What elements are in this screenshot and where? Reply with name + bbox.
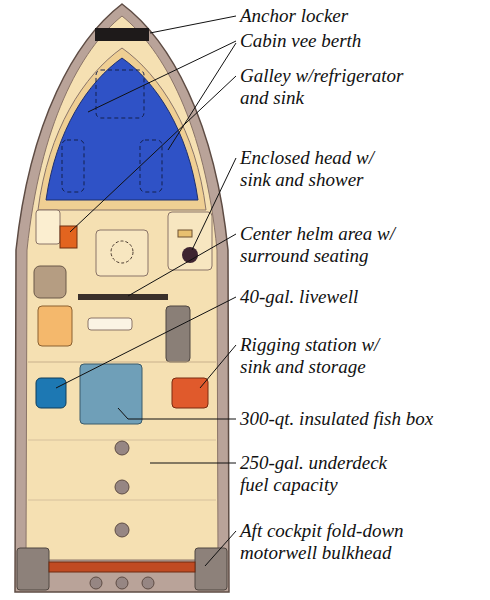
head-compartment	[168, 212, 212, 270]
fold-down-bulkhead	[49, 562, 195, 572]
deck-hatch	[115, 441, 129, 455]
leader-line	[128, 234, 236, 296]
callout-label: Anchor locker	[240, 5, 348, 27]
callout-label: Rigging station w/ sink and storage	[240, 334, 384, 378]
helm-wheel	[111, 241, 133, 263]
leader-line	[150, 463, 236, 464]
galley-fridge	[60, 226, 77, 248]
deck-hatch	[115, 480, 129, 494]
callout-label: Cabin vee berth	[240, 30, 361, 52]
berth-cushion	[96, 70, 144, 118]
leader-line	[205, 531, 236, 566]
leader-line	[200, 345, 236, 388]
callout-label: Galley w/refrigerator and sink	[240, 65, 408, 109]
tackle-center	[88, 318, 132, 330]
leader-line	[70, 76, 236, 232]
side-seat	[166, 306, 190, 362]
scupper	[116, 577, 128, 589]
leader-line	[150, 16, 236, 33]
head-sink	[178, 230, 192, 237]
motorwell-box	[17, 548, 49, 590]
vee-berth	[46, 58, 198, 200]
leader-line	[168, 43, 236, 150]
leader-line	[118, 408, 236, 419]
galley-counter	[36, 210, 60, 244]
motorwell-box	[195, 548, 227, 590]
leader-line	[56, 297, 236, 388]
deck-hatch	[115, 523, 129, 537]
callout-label: 300-qt. insulated fish box	[240, 408, 433, 430]
rigging-station	[172, 378, 208, 408]
callout-label: 40-gal. livewell	[240, 286, 358, 308]
fish-box	[80, 364, 142, 424]
leader-line	[192, 158, 236, 250]
deck-seam	[28, 440, 216, 441]
callout-label: 250-gal. underdeck fuel capacity	[240, 452, 392, 496]
deck-seam	[28, 362, 216, 363]
callout-label: Aft cockpit fold-down motorwell bulkhead	[240, 520, 408, 564]
hull-outline	[15, 4, 229, 592]
deck-surface	[26, 16, 218, 560]
anchor-locker	[95, 28, 149, 41]
leaning-post	[38, 306, 72, 346]
scupper	[90, 577, 102, 589]
leader-line	[88, 41, 236, 112]
helm-console	[96, 230, 148, 276]
helm-seat	[34, 266, 66, 298]
livewell	[36, 378, 66, 408]
berth-cushion	[62, 140, 84, 192]
callout-label: Enclosed head w/ sink and shower	[240, 147, 379, 191]
console-step	[78, 294, 168, 300]
callout-label: Center helm area w/ surround seating	[240, 223, 399, 267]
deck-seam	[28, 500, 216, 501]
scupper	[142, 577, 154, 589]
berth-cushion	[140, 140, 162, 192]
